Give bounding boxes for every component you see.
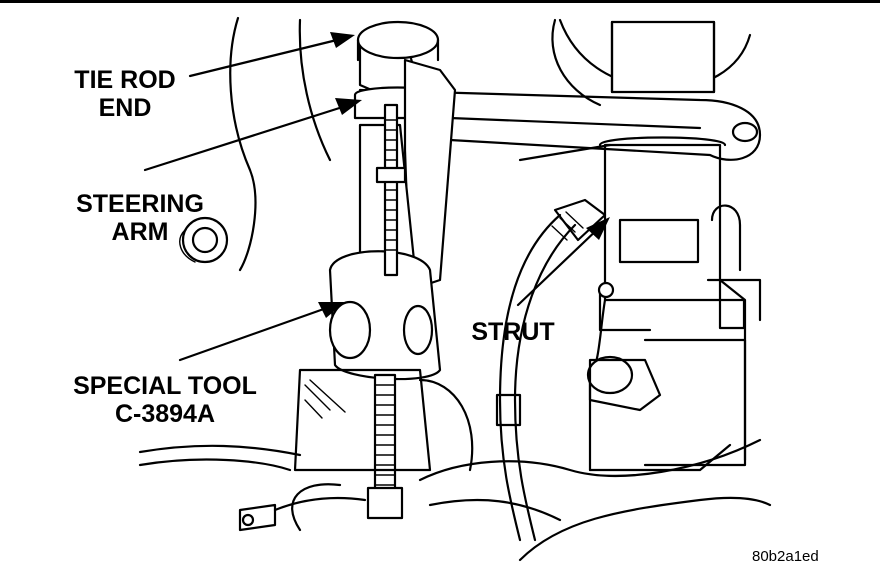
- arrow-tie-rod-end: [188, 36, 347, 78]
- label-tie-rod-end-line2: END: [98, 94, 152, 122]
- label-tie-rod-end: TIE ROD END: [50, 66, 200, 122]
- label-strut: STRUT: [471, 318, 555, 346]
- label-special-tool: SPECIAL TOOL C-3894A: [40, 372, 290, 428]
- arrow-steering-arm: [143, 102, 354, 172]
- label-steering-arm: STEERING ARM: [55, 190, 225, 246]
- strut-body: [551, 18, 762, 472]
- arrow-special-tool: [178, 303, 337, 362]
- label-tie-rod-end-line1: TIE ROD: [74, 66, 176, 94]
- figure-id: 80b2a1ed: [752, 548, 819, 565]
- special-tool: [328, 20, 457, 520]
- wheel-outline: [179, 16, 332, 272]
- label-steering-arm-line2: ARM: [111, 218, 169, 246]
- brake-hose: [495, 198, 607, 542]
- top-border-rule: [0, 0, 880, 3]
- label-special-tool-line2: C-3894A: [114, 400, 216, 428]
- label-steering-arm-line1: STEERING: [76, 190, 204, 218]
- pointer-arrows: [143, 32, 610, 362]
- arrow-strut: [516, 223, 604, 307]
- label-special-tool-line1: SPECIAL TOOL: [73, 372, 257, 400]
- knuckle-lower: [138, 338, 772, 562]
- steering-arm-link: [358, 88, 762, 162]
